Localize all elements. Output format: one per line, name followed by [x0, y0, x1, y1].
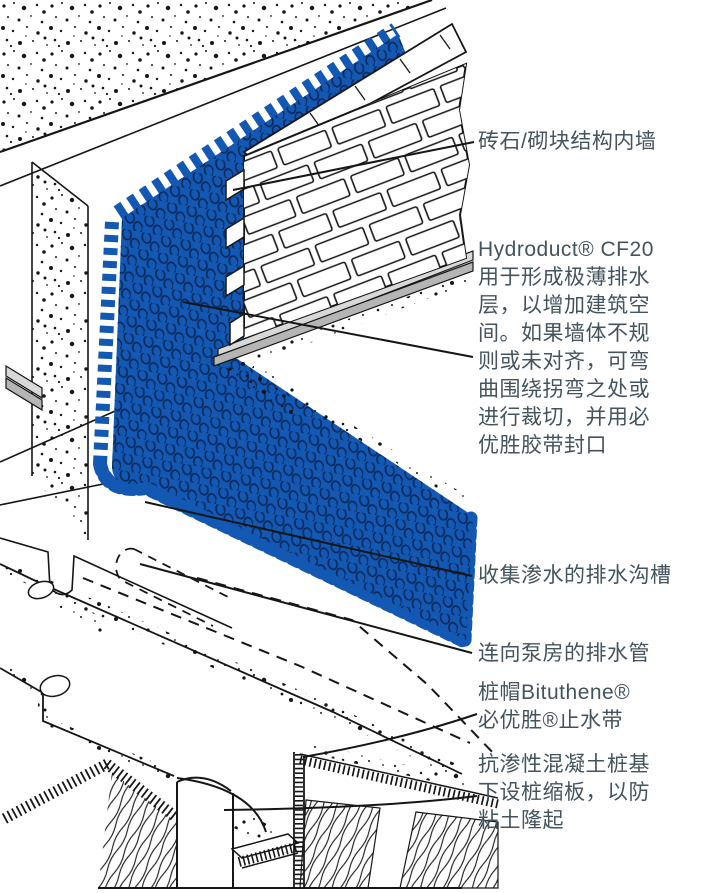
label-pile: 抗渗性混凝土桩基 下设桩缩板，以防 粘土隆起 [478, 753, 650, 832]
leader-pipe [139, 563, 473, 654]
compressible-board-edge [103, 759, 181, 823]
leader-lines [139, 141, 478, 811]
aggregate-stone [39, 674, 71, 698]
brick-courses [244, 64, 469, 338]
label-pipe: 连向泵房的排水管 [478, 642, 650, 665]
membrane-teeth-left [93, 221, 119, 465]
label-pile-cap: 桩帽Bituthene® 必优胜®止水带 [478, 681, 631, 732]
membrane-teeth-top [113, 23, 401, 220]
membrane-dimple-texture [112, 34, 473, 640]
clay-hatch [98, 772, 176, 888]
leader-pile-cap [302, 713, 478, 758]
leader-brick-wall [232, 141, 475, 191]
existing-wall [31, 161, 89, 540]
clay-hatch [299, 799, 381, 889]
corner-bricks [225, 168, 245, 347]
label-brick-wall: 砖石/砌块结构内墙 [478, 130, 657, 153]
hydroduct-membrane [93, 23, 478, 648]
leader-pile [223, 795, 478, 811]
label-hydroduct: Hydroduct® CF20 用于形成极薄排水 层，以增加建筑空 间。如果墙体… [478, 238, 654, 457]
excavation-edges [0, 558, 465, 781]
clay-hatch [399, 811, 499, 889]
aggregate-stone [27, 580, 55, 600]
compressible-board-edge [0, 759, 110, 825]
background-ground [0, 0, 447, 187]
leader-channel [144, 501, 473, 577]
drain-pipe-dashed [82, 577, 498, 758]
label-channel: 收集渗水的排水沟槽 [478, 564, 672, 587]
leader-hydroduct [182, 301, 474, 358]
drainage-channel-dashed [115, 547, 231, 627]
kicker-strip [5, 364, 43, 412]
pile-cap-section [0, 743, 499, 889]
membrane-teeth-bottom [93, 457, 471, 648]
brick-wall [225, 22, 471, 347]
